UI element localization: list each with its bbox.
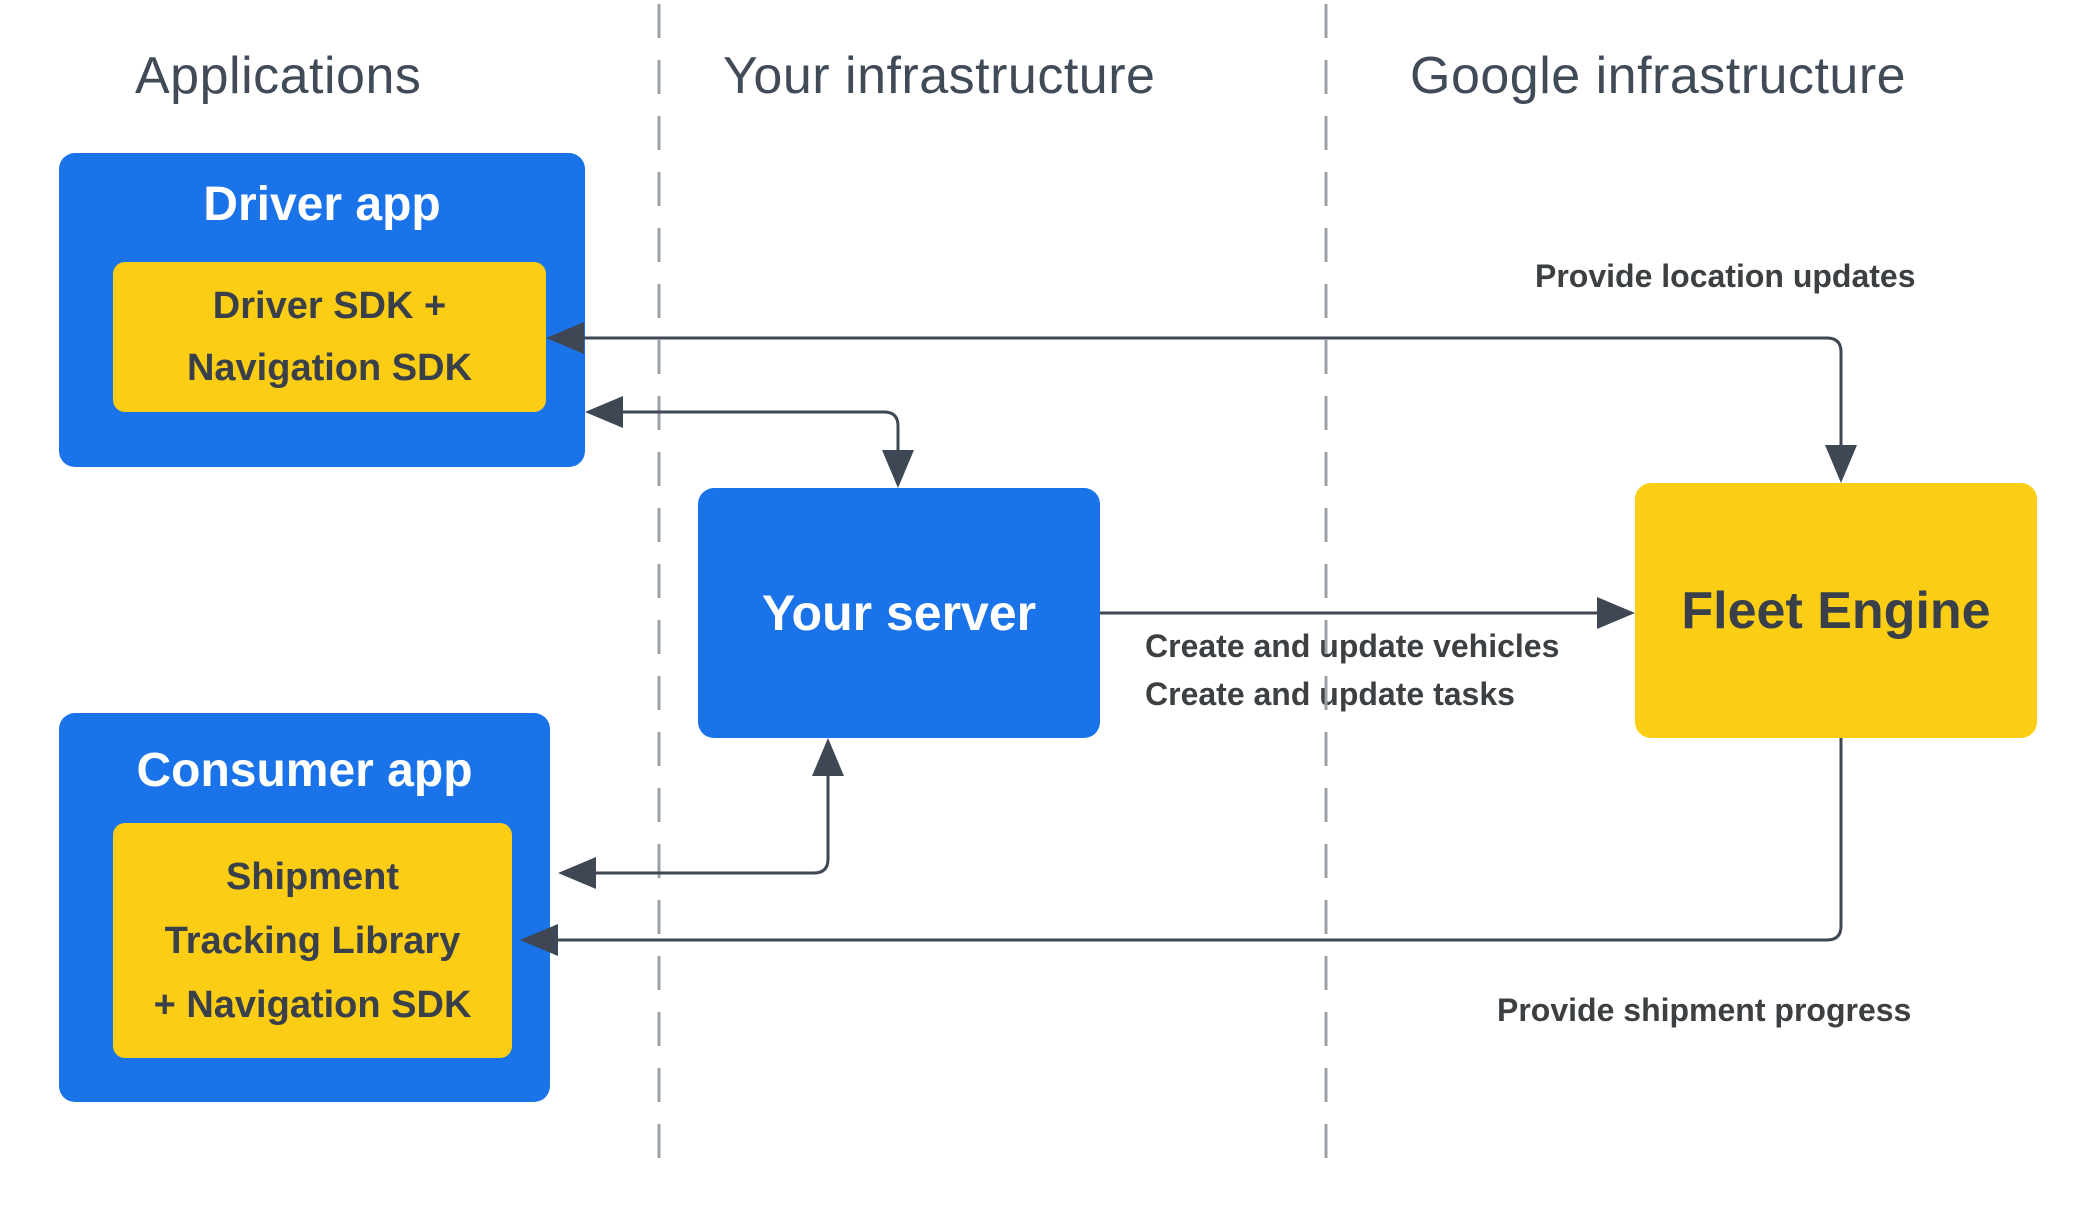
arrowhead-into-your-server-bottom — [812, 738, 844, 776]
arrow-consumer-app-your-server — [558, 738, 844, 889]
edge-label-provide-location-updates: Provide location updates — [1535, 258, 1916, 294]
consumer-app-node: Consumer app Shipment Tracking Library +… — [59, 713, 550, 1102]
arrow-your-server-fleet-engine — [1100, 597, 1635, 629]
edge-label-create-update-vehicles: Create and update vehicles — [1145, 628, 1560, 664]
arrowhead-into-fleet-engine-top — [1825, 445, 1857, 483]
arrow-fleet-engine-shipment-tracking — [520, 738, 1843, 956]
shipment-tracking-line: + Navigation SDK — [153, 983, 472, 1026]
driver-app-title: Driver app — [203, 178, 441, 231]
edge-label-create-update-tasks: Create and update tasks — [1145, 676, 1515, 712]
fleet-engine-title: Fleet Engine — [1681, 581, 1991, 640]
shipment-tracking-library-node: Shipment Tracking Library + Navigation S… — [113, 823, 512, 1058]
arrowhead-into-consumer-app — [558, 857, 596, 889]
arrowhead-into-your-server-top — [882, 450, 914, 488]
shipment-tracking-line: Tracking Library — [164, 919, 461, 962]
your-server-title: Your server — [761, 585, 1037, 641]
column-header-applications: Applications — [135, 47, 422, 105]
driver-sdk-line: Driver SDK + — [212, 285, 447, 327]
driver-sdk-node: Driver SDK + Navigation SDK — [113, 262, 546, 412]
driver-sdk-line: Navigation SDK — [186, 347, 473, 389]
shipment-tracking-line: Shipment — [225, 855, 400, 898]
column-header-google-infrastructure: Google infrastructure — [1410, 47, 1907, 105]
arrow-driver-app-your-server — [585, 396, 914, 488]
fleet-engine-node: Fleet Engine — [1635, 483, 2037, 738]
edge-label-provide-shipment-progress: Provide shipment progress — [1497, 992, 1912, 1028]
arrowhead-into-fleet-engine-left — [1597, 597, 1635, 629]
arrow-driver-sdk-fleet-engine — [546, 322, 1857, 483]
arrowhead-into-driver-app — [585, 396, 623, 428]
column-header-your-infrastructure: Your infrastructure — [723, 47, 1156, 105]
driver-app-node: Driver app Driver SDK + Navigation SDK — [59, 153, 585, 467]
your-server-node: Your server — [698, 488, 1100, 738]
consumer-app-title: Consumer app — [136, 744, 473, 797]
